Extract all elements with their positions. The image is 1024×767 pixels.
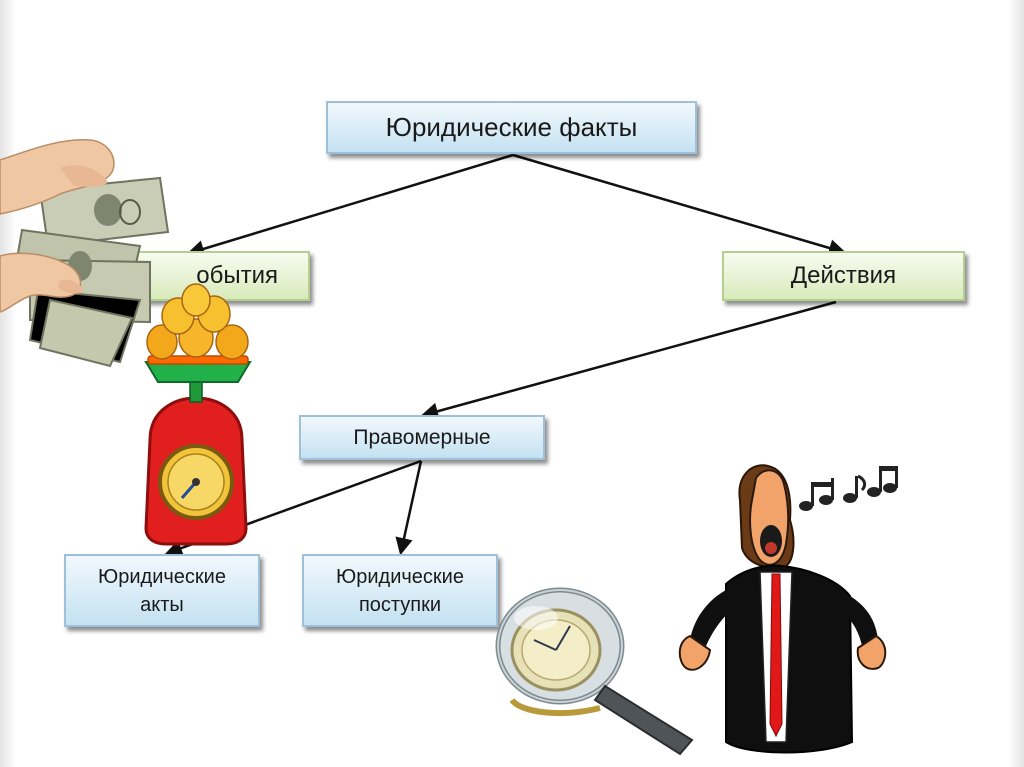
- arrow-root-to-events: [186, 153, 514, 258]
- node-actions: Действия: [722, 251, 965, 301]
- node-lawful-label: Правомерные: [353, 425, 491, 449]
- node-legal-deeds: Юридические поступки: [302, 554, 498, 627]
- arrow-lawful-to-legal-acts: [164, 459, 422, 557]
- node-legal-acts-line2: акты: [140, 593, 184, 616]
- node-legal-deeds-line2: поступки: [358, 593, 442, 616]
- node-actions-label: Действия: [790, 262, 897, 289]
- arrow-lawful-to-legal-deeds: [395, 460, 423, 556]
- node-legal-acts: Юридические акты: [64, 554, 260, 627]
- slide-right-edge: [1008, 0, 1024, 767]
- arrow-root-to-actions: [512, 153, 847, 257]
- arrow-actions-to-lawful: [420, 300, 837, 420]
- node-legal-acts-line1: Юридические: [98, 565, 226, 588]
- node-events-label: обытия: [196, 262, 278, 289]
- node-lawful: Правомерные: [299, 415, 545, 460]
- node-legal-facts-label: Юридические факты: [385, 112, 638, 142]
- node-events: обытия: [136, 251, 310, 301]
- node-legal-facts: Юридические факты: [326, 101, 697, 154]
- node-legal-deeds-line1: Юридические: [336, 565, 464, 588]
